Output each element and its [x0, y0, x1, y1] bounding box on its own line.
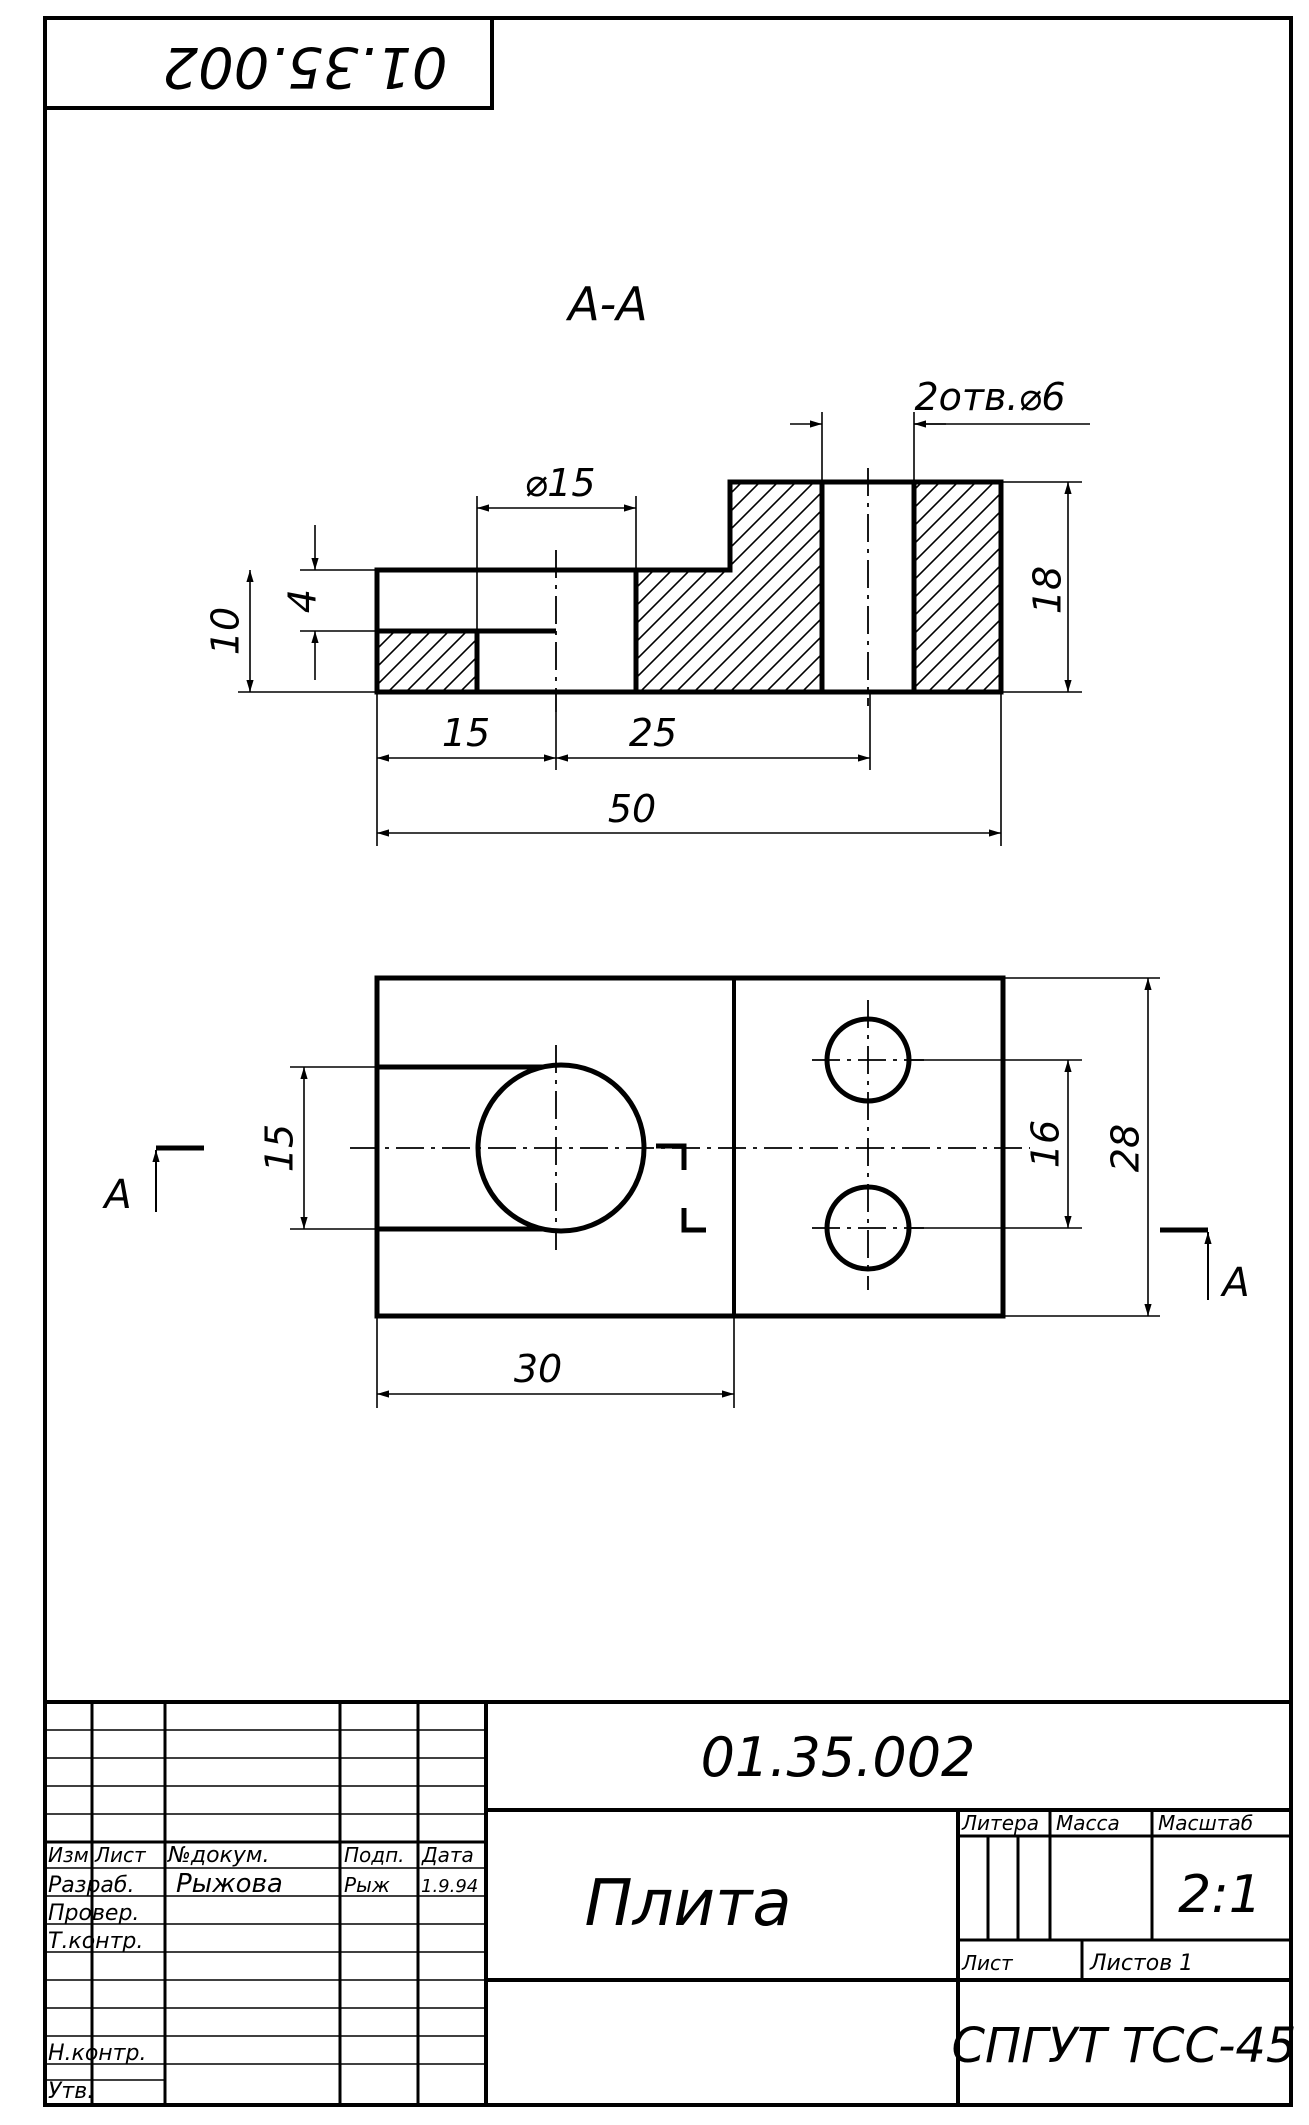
dim-spacing-16: 16	[1024, 1120, 1068, 1168]
dim-height-10: 10	[204, 607, 248, 655]
section-view: А-А 2отв.⌀6 ⌀15 4	[204, 277, 1090, 846]
role-norm-control: Н.контр.	[48, 2041, 146, 2066]
dim-len-30: 30	[514, 1347, 562, 1391]
developer-date: 1.9.94	[421, 1876, 478, 1897]
role-checker: Провер.	[48, 1901, 139, 1926]
hdr-date: Дата	[421, 1843, 474, 1867]
dim-len-15: 15	[442, 711, 490, 755]
hdr-signature: Подп.	[344, 1843, 405, 1867]
hdr-sheet: Лист	[961, 1951, 1014, 1975]
cut-mark-right: А	[1160, 1227, 1250, 1306]
cut-mark-left: А	[101, 1145, 204, 1218]
hdr-izm: Изм	[48, 1843, 89, 1867]
dim-len-50: 50	[608, 787, 656, 831]
developer-name: Рыжова	[176, 1869, 283, 1899]
hatch-middle	[636, 482, 822, 692]
dim-width-15: 15	[258, 1124, 302, 1172]
hdr-scale: Масштаб	[1158, 1811, 1253, 1835]
developer-signature: Рыж	[344, 1873, 390, 1897]
title-drawing-number: 01.35.002	[701, 1726, 976, 1789]
cut-letter-right: А	[1219, 1260, 1249, 1306]
plan-view: А А 15 16 28 30	[101, 975, 1250, 1408]
dim-holes-callout: 2отв.⌀6	[914, 375, 1065, 419]
role-developer: Разраб.	[48, 1873, 134, 1898]
cut-line-bend	[656, 1143, 706, 1233]
dim-width-28: 28	[1104, 1124, 1148, 1172]
role-approved: Утв.	[48, 2079, 94, 2104]
hatch-right	[914, 482, 1001, 692]
rotated-drawing-number: 01.35.002	[162, 34, 447, 99]
dim-depth-4: 4	[281, 589, 325, 613]
hdr-list: Лист	[94, 1843, 147, 1867]
hatch-left	[377, 633, 477, 692]
organization: СПГУТ ТСС-45	[952, 2018, 1297, 2074]
rotated-number-stamp: 01.35.002	[43, 16, 494, 110]
drawing-frame	[43, 16, 1293, 2107]
hdr-sheets-total: Листов 1	[1089, 1951, 1193, 1976]
hdr-litera: Литера	[961, 1811, 1039, 1835]
title-block: Изм Лист №докум. Подп. Дата Разраб. Рыжо…	[45, 1700, 1297, 2105]
hdr-mass: Масса	[1056, 1811, 1120, 1835]
scale-value: 2:1	[1178, 1865, 1262, 1925]
role-tech-control: Т.контр.	[48, 1929, 143, 1954]
dim-len-25: 25	[629, 711, 677, 755]
dim-height-18: 18	[1026, 566, 1070, 614]
dim-bore-diameter: ⌀15	[524, 461, 595, 505]
section-label: А-А	[565, 277, 648, 331]
cut-letter-left: А	[101, 1172, 131, 1218]
plan-outline	[374, 975, 1006, 1319]
hdr-doc-no: №докум.	[167, 1843, 269, 1868]
part-name: Плита	[584, 1867, 791, 1941]
